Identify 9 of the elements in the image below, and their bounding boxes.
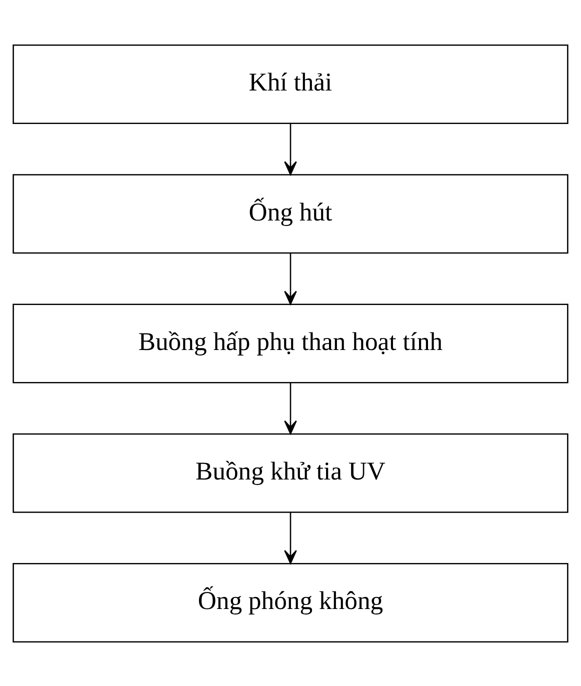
arrow: [284, 252, 297, 304]
node-box: Buồng khử tia UV: [12, 432, 568, 512]
node-box: Ống hút: [12, 174, 568, 254]
node-box: Buồng hấp phụ than hoạt tính: [12, 303, 568, 383]
node-box: Ống phóng không: [12, 562, 568, 642]
arrow: [284, 512, 297, 564]
arrow: [284, 382, 297, 434]
node-box: Khí thải: [12, 44, 568, 124]
arrow: [284, 123, 297, 175]
